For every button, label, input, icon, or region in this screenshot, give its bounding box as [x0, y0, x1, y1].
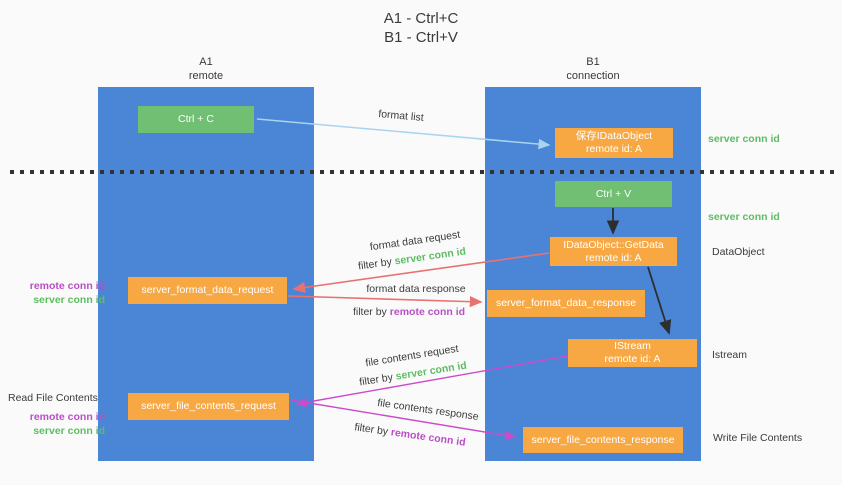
node-ctrl-c-label: Ctrl + C — [178, 113, 214, 125]
node-save-dataobject-line1: 保存IDataObject — [575, 130, 653, 142]
title-line-2: B1 - Ctrl+V — [384, 29, 458, 46]
label-remote-conn-id-left-1: remote conn id — [29, 280, 105, 292]
node-server-format-data-response: server_format_data_response — [487, 290, 645, 317]
node-save-dataobject: 保存IDataObject remote id: A — [555, 128, 673, 158]
node-server-format-data-request: server_format_data_request — [128, 277, 287, 304]
node-save-dataobject-line2: remote id: A — [585, 143, 643, 155]
lifeline-b1-role: connection — [566, 70, 620, 82]
label-filter-by-remote-conn-id-2: filter byremote conn id — [354, 421, 467, 448]
node-istream: IStream remote id: A — [568, 339, 697, 367]
label-remote-conn-id-left-2: remote conn id — [29, 411, 105, 423]
filter-by-text: filter by — [357, 255, 393, 273]
node-ctrl-c: Ctrl + C — [138, 106, 254, 133]
label-server-conn-id-right-2: server conn id — [708, 211, 780, 223]
filter-by-text: filter by — [358, 371, 394, 389]
node-istream-line2: remote id: A — [604, 353, 661, 365]
session-separator-line — [10, 170, 834, 174]
node-ctrl-v-label: Ctrl + V — [595, 187, 632, 200]
node-getdata-line1: IDataObject::GetData — [563, 238, 664, 251]
node-server-file-contents-response-label: server_file_contents_response — [531, 433, 675, 446]
filter-by-text: filter by — [353, 421, 389, 438]
remote-conn-id-text: remote conn id — [390, 426, 467, 449]
node-istream-line1: IStream — [614, 340, 651, 352]
node-getdata: IDataObject::GetData remote id: A — [550, 237, 677, 266]
title-line-1: A1 - Ctrl+C — [383, 10, 459, 27]
label-server-conn-id-left-1: server conn id — [33, 294, 105, 306]
label-format-data-response: format data response — [366, 283, 466, 295]
node-server-format-data-request-label: server_format_data_request — [141, 284, 274, 296]
lifeline-a1-name: A1 — [199, 56, 213, 68]
node-getdata-line2: remote id: A — [585, 251, 642, 264]
label-server-conn-id-right-1: server conn id — [708, 133, 780, 145]
remote-conn-id-text: remote conn id — [389, 306, 466, 318]
label-istream: Istream — [712, 349, 748, 361]
left-conn-id-block-2: remote conn id server conn id — [4, 410, 105, 438]
node-server-format-data-response-label: server_format_data_response — [495, 297, 637, 309]
label-format-list: format list — [377, 108, 425, 124]
label-dataobject: DataObject — [712, 246, 765, 258]
lifeline-header-a1: A1 remote — [98, 55, 314, 83]
server-conn-id-text: server conn id — [393, 245, 467, 268]
label-server-conn-id-left-2: server conn id — [33, 425, 105, 437]
lifeline-b1-name: B1 — [586, 56, 600, 68]
lifeline-header-b1: B1 connection — [485, 55, 701, 83]
left-conn-id-block-1: remote conn id server conn id — [4, 279, 105, 307]
node-ctrl-v: Ctrl + V — [555, 181, 672, 207]
node-server-file-contents-request: server_file_contents_request — [128, 393, 289, 420]
label-file-contents-response: file contents response — [376, 396, 480, 424]
filter-by-text: filter by — [352, 306, 387, 318]
node-server-file-contents-response: server_file_contents_response — [523, 427, 683, 453]
diagram-title: A1 - Ctrl+C B1 - Ctrl+V — [0, 9, 842, 47]
node-server-file-contents-request-label: server_file_contents_request — [141, 400, 276, 412]
arrow-format-data-response — [287, 295, 483, 308]
label-write-file-contents: Write File Contents — [713, 432, 803, 444]
label-read-file-contents: Read File Contents — [8, 392, 98, 404]
lifeline-a1-role: remote — [188, 70, 224, 82]
